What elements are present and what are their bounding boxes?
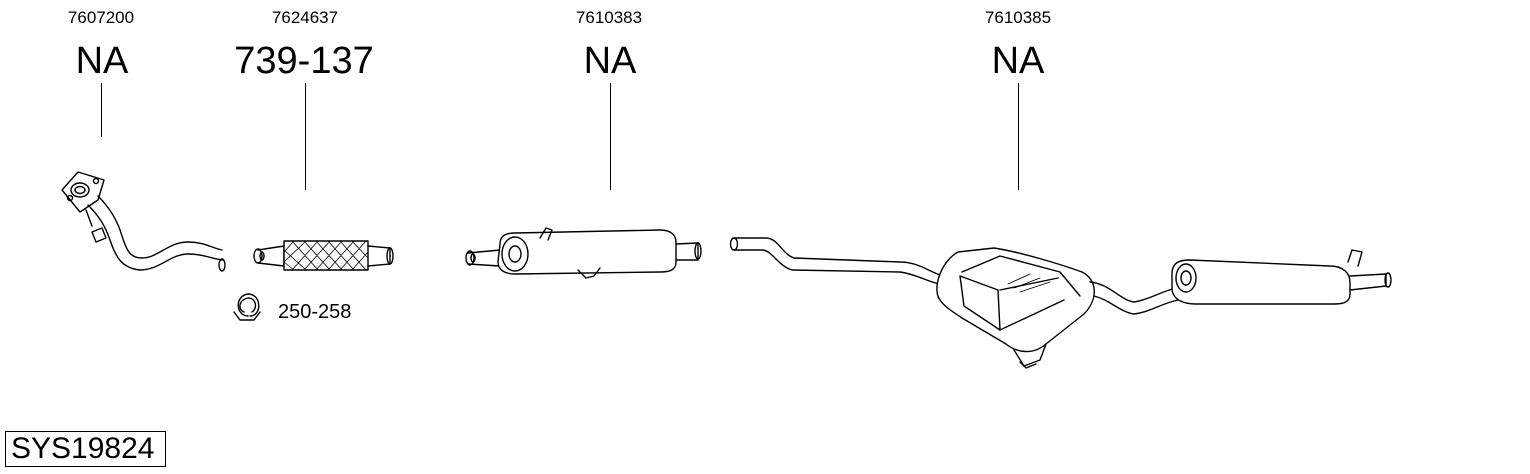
centre-silencer-drawing xyxy=(466,228,701,278)
part-code-1: NA xyxy=(75,40,129,82)
part-code-4: NA xyxy=(991,40,1045,82)
leader-line-3 xyxy=(610,83,612,190)
part-number-1: 7607200 xyxy=(67,8,135,27)
front-pipe-drawing xyxy=(62,172,225,271)
part-number-4: 7610385 xyxy=(984,8,1052,27)
leader-line-1 xyxy=(101,83,103,137)
leader-line-2 xyxy=(305,83,307,190)
flex-pipe-drawing xyxy=(254,241,393,270)
part-code-3: NA xyxy=(583,40,637,82)
leader-line-4 xyxy=(1018,83,1020,190)
part-number-3: 7610383 xyxy=(575,8,643,27)
clamp-icon xyxy=(234,294,260,320)
system-id-box: SYS19824 xyxy=(5,431,166,467)
part-code-2: 739-137 xyxy=(234,40,374,82)
rear-section-drawing xyxy=(731,238,1392,368)
part-number-2: 7624637 xyxy=(271,8,339,27)
clamp-label: 250-258 xyxy=(278,301,352,323)
